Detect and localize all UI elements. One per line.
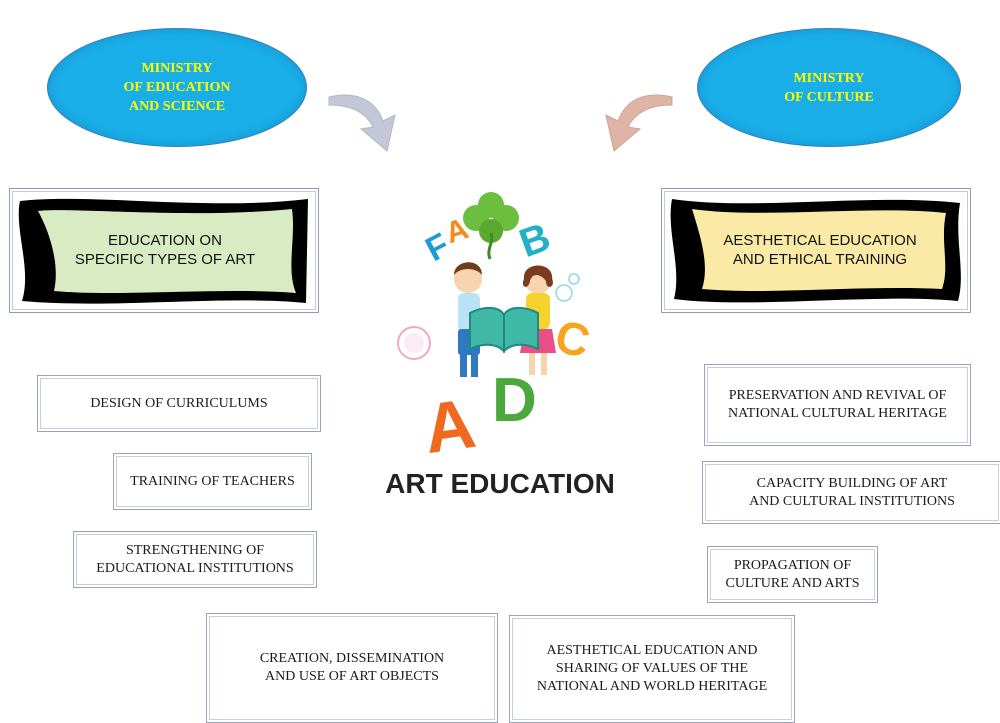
left-frame: EDUCATION ON SPECIFIC TYPES OF ART <box>9 188 319 313</box>
letter-b: B <box>514 215 556 266</box>
bottom-box-art-objects: CREATION, DISSEMINATION AND USE OF ART O… <box>206 613 498 723</box>
right-frame-banner-icon <box>670 199 961 303</box>
letter-d: D <box>492 366 537 435</box>
left-frame-label: EDUCATION ON SPECIFIC TYPES OF ART <box>74 232 256 268</box>
left-box-curriculums: DESIGN OF CURRICULUMS <box>37 375 321 432</box>
right-frame: AESTHETICAL EDUCATION AND ETHICAL TRAINI… <box>661 188 971 313</box>
children-reading-illustration: F A B C D A <box>397 192 595 455</box>
left-box-teachers: TRAINING OF TEACHERS <box>113 453 312 510</box>
ministry-culture-ellipse: MINISTRY OF CULTURE <box>697 28 961 147</box>
right-box-capacity: CAPACITY BUILDING OF ART AND CULTURAL IN… <box>702 461 1000 524</box>
bottom-box-heritage-values: AESTHETICAL EDUCATION AND SHARING OF VAL… <box>509 615 795 723</box>
right-box-heritage: PRESERVATION AND REVIVAL OF NATIONAL CUL… <box>704 364 971 446</box>
open-book-icon <box>469 307 539 354</box>
right-curved-arrow <box>605 94 673 152</box>
letter-a-bottom: A <box>419 384 480 455</box>
ministry-education-label: MINISTRY OF EDUCATION AND SCIENCE <box>123 61 231 114</box>
left-box-institutions: STRENGTHENING OF EDUCATIONAL INSTITUTION… <box>73 531 317 588</box>
right-frame-label: AESTHETICAL EDUCATION AND ETHICAL TRAINI… <box>723 232 917 268</box>
center-title: ART EDUCATION <box>385 468 615 499</box>
letter-c: C <box>550 309 595 367</box>
clover-icon <box>463 192 519 260</box>
right-box-propagation: PROPAGATION OF CULTURE AND ARTS <box>707 546 878 603</box>
left-frame-banner-icon <box>18 198 309 304</box>
ministry-education-ellipse: MINISTRY OF EDUCATION AND SCIENCE <box>47 28 307 147</box>
ministry-culture-label: MINISTRY OF CULTURE <box>784 70 874 105</box>
left-curved-arrow <box>328 94 396 152</box>
